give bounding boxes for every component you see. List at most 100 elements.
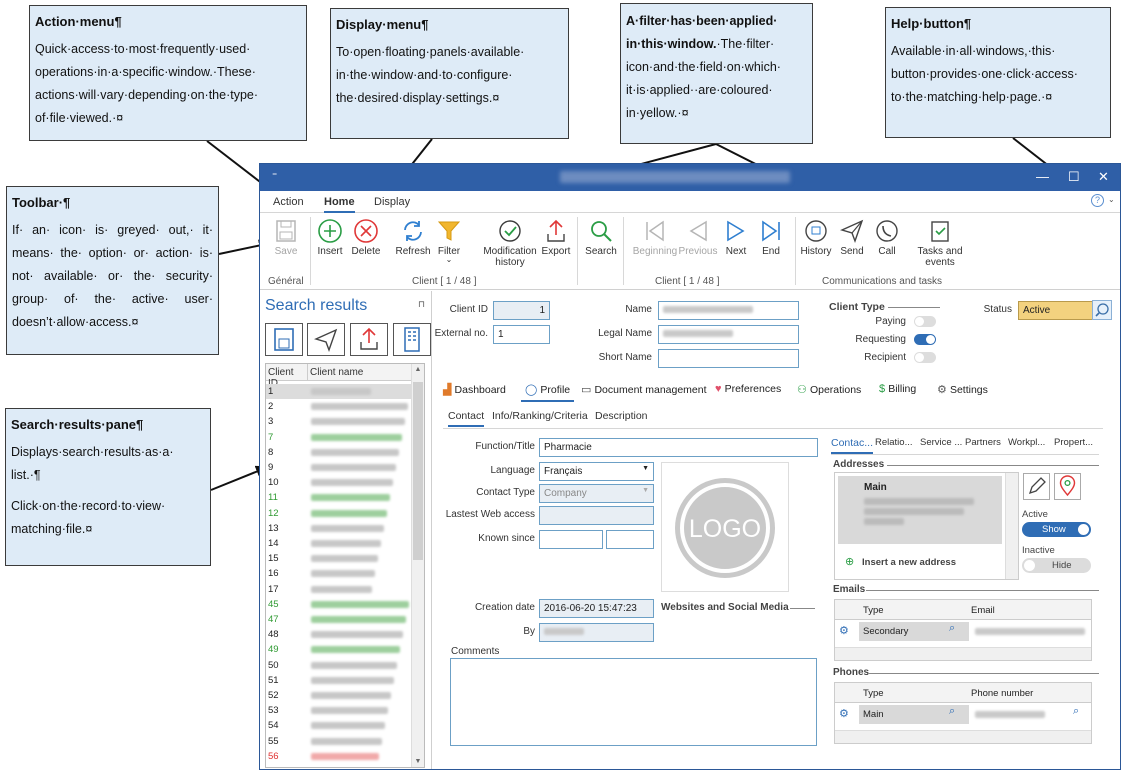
table-row[interactable]: 7 [266, 430, 411, 445]
save-results-button[interactable] [265, 323, 303, 356]
comments-textarea[interactable] [450, 658, 817, 746]
history-button[interactable]: History [792, 218, 840, 257]
table-row[interactable]: 3 [266, 414, 411, 429]
search-icon[interactable]: ⌕ [1073, 705, 1080, 717]
address-item-main[interactable]: Main [838, 476, 1002, 544]
call-button[interactable]: Call [863, 218, 911, 257]
address-scrollbar[interactable] [1005, 473, 1018, 579]
menu-home[interactable]: Home [324, 196, 355, 213]
recipient-toggle[interactable] [914, 352, 936, 363]
scroll-down-icon[interactable]: ▼ [414, 758, 422, 765]
tasks-events-button[interactable]: Tasks and events [915, 218, 965, 268]
column-header-client-id[interactable]: Client ID [266, 364, 308, 389]
show-active-toggle[interactable]: Show [1022, 522, 1091, 537]
client-id-field[interactable]: 1 [493, 301, 550, 320]
scroll-thumb[interactable] [413, 382, 423, 560]
function-title-field[interactable]: Pharmacie [539, 438, 818, 457]
right-tab-services[interactable]: Service ... [920, 437, 963, 448]
table-row[interactable]: 56 [266, 749, 411, 764]
filter-button[interactable]: Filter ⌄ [425, 218, 473, 264]
search-button[interactable]: Search [577, 218, 625, 257]
table-row[interactable]: 47 [266, 612, 411, 627]
latest-web-access-field[interactable] [539, 506, 654, 525]
table-row[interactable]: 11 [266, 490, 411, 505]
table-row[interactable]: 51 [266, 673, 411, 688]
previous-button[interactable]: Previous [674, 218, 722, 257]
email-type-cell[interactable]: Secondary [859, 622, 969, 641]
close-icon[interactable]: ✕ [1098, 169, 1109, 184]
hide-inactive-toggle[interactable]: Hide [1022, 558, 1091, 573]
tab-dashboard[interactable]: ▟ Dashboard [443, 384, 506, 396]
table-row[interactable]: 15 [266, 551, 411, 566]
email-hscrollbar[interactable] [835, 647, 1091, 660]
send-results-button[interactable] [307, 323, 345, 356]
scroll-up-icon[interactable]: ▲ [414, 366, 422, 373]
table-row[interactable]: 16 [266, 566, 411, 581]
external-no-field[interactable]: 1 [493, 325, 550, 344]
logo-image[interactable]: LOGO [661, 462, 789, 592]
pin-icon[interactable]: ⊓ [418, 299, 426, 309]
save-button[interactable]: Save [262, 218, 310, 257]
status-field[interactable]: Active [1018, 301, 1101, 320]
chevron-down-icon[interactable]: ⌄ [1108, 195, 1115, 204]
tab-document-management[interactable]: ▭ Document management [581, 384, 707, 396]
known-since-extra-field[interactable] [606, 530, 654, 549]
paying-toggle[interactable] [914, 316, 936, 327]
created-by-field[interactable] [539, 623, 654, 642]
gear-icon[interactable]: ⚙ [839, 625, 849, 637]
app-menu-icon[interactable]: ⁼ [272, 171, 278, 182]
table-row[interactable]: 10 [266, 475, 411, 490]
maximize-icon[interactable]: ☐ [1068, 169, 1080, 184]
table-row[interactable]: 12 [266, 506, 411, 521]
delete-button[interactable]: Delete [342, 218, 390, 257]
right-tab-workplaces[interactable]: Workpl... [1008, 437, 1046, 448]
table-row[interactable]: 9 [266, 460, 411, 475]
table-row[interactable]: 52 [266, 688, 411, 703]
short-name-field[interactable] [658, 349, 799, 368]
language-select[interactable]: Français▼ [539, 462, 654, 481]
right-tab-partners[interactable]: Partners [965, 437, 1001, 448]
send-button[interactable]: Send [828, 218, 876, 257]
insert-button[interactable]: Insert [306, 218, 354, 257]
insert-address-link[interactable]: Insert a new address [862, 557, 956, 568]
tab-settings[interactable]: ⚙ Settings [937, 384, 988, 396]
contact-type-select[interactable]: Company▼ [539, 484, 654, 503]
subtab-info[interactable]: Info/Ranking/Criteria [492, 410, 588, 422]
building-button[interactable] [393, 323, 431, 356]
tab-operations[interactable]: ⚇ Operations [797, 384, 862, 396]
minimize-icon[interactable]: — [1036, 169, 1049, 184]
map-address-button[interactable] [1054, 473, 1081, 500]
end-button[interactable]: End [747, 218, 795, 257]
export-button[interactable]: Export [532, 218, 580, 257]
right-tab-properties[interactable]: Propert... [1054, 437, 1094, 448]
table-row[interactable]: 50 [266, 658, 411, 673]
tab-billing[interactable]: $ Billing [879, 383, 917, 395]
table-row[interactable]: 13 [266, 521, 411, 536]
column-header-client-name[interactable]: Client name [308, 364, 412, 381]
creation-date-field[interactable]: 2016-06-20 15:47:23 [539, 599, 654, 618]
subtab-description[interactable]: Description [595, 410, 648, 422]
status-lookup-button[interactable] [1092, 300, 1112, 320]
gear-icon[interactable]: ⚙ [839, 708, 849, 720]
table-row[interactable]: 49 [266, 642, 411, 657]
vertical-scrollbar[interactable]: ▲ ▼ [411, 364, 424, 767]
known-since-field[interactable] [539, 530, 603, 549]
table-row[interactable]: 45 [266, 597, 411, 612]
search-icon[interactable]: ⌕ [949, 622, 956, 634]
table-row[interactable]: 1 [266, 384, 411, 399]
legal-name-field[interactable] [658, 325, 799, 344]
phone-hscrollbar[interactable] [835, 730, 1091, 743]
menu-action[interactable]: Action [273, 196, 304, 208]
phone-type-cell[interactable]: Main [859, 705, 969, 724]
next-button[interactable]: Next [712, 218, 760, 257]
refresh-button[interactable]: Refresh [389, 218, 437, 257]
export-results-button[interactable] [350, 323, 388, 356]
edit-address-button[interactable] [1023, 473, 1050, 500]
table-row[interactable]: 2 [266, 399, 411, 414]
table-row[interactable]: 54 [266, 718, 411, 733]
right-tab-contacts[interactable]: Contac... [831, 437, 874, 454]
name-field[interactable] [658, 301, 799, 320]
table-row[interactable]: 14 [266, 536, 411, 551]
modification-history-button[interactable]: Modification history [480, 218, 540, 268]
menu-display[interactable]: Display [374, 196, 411, 208]
